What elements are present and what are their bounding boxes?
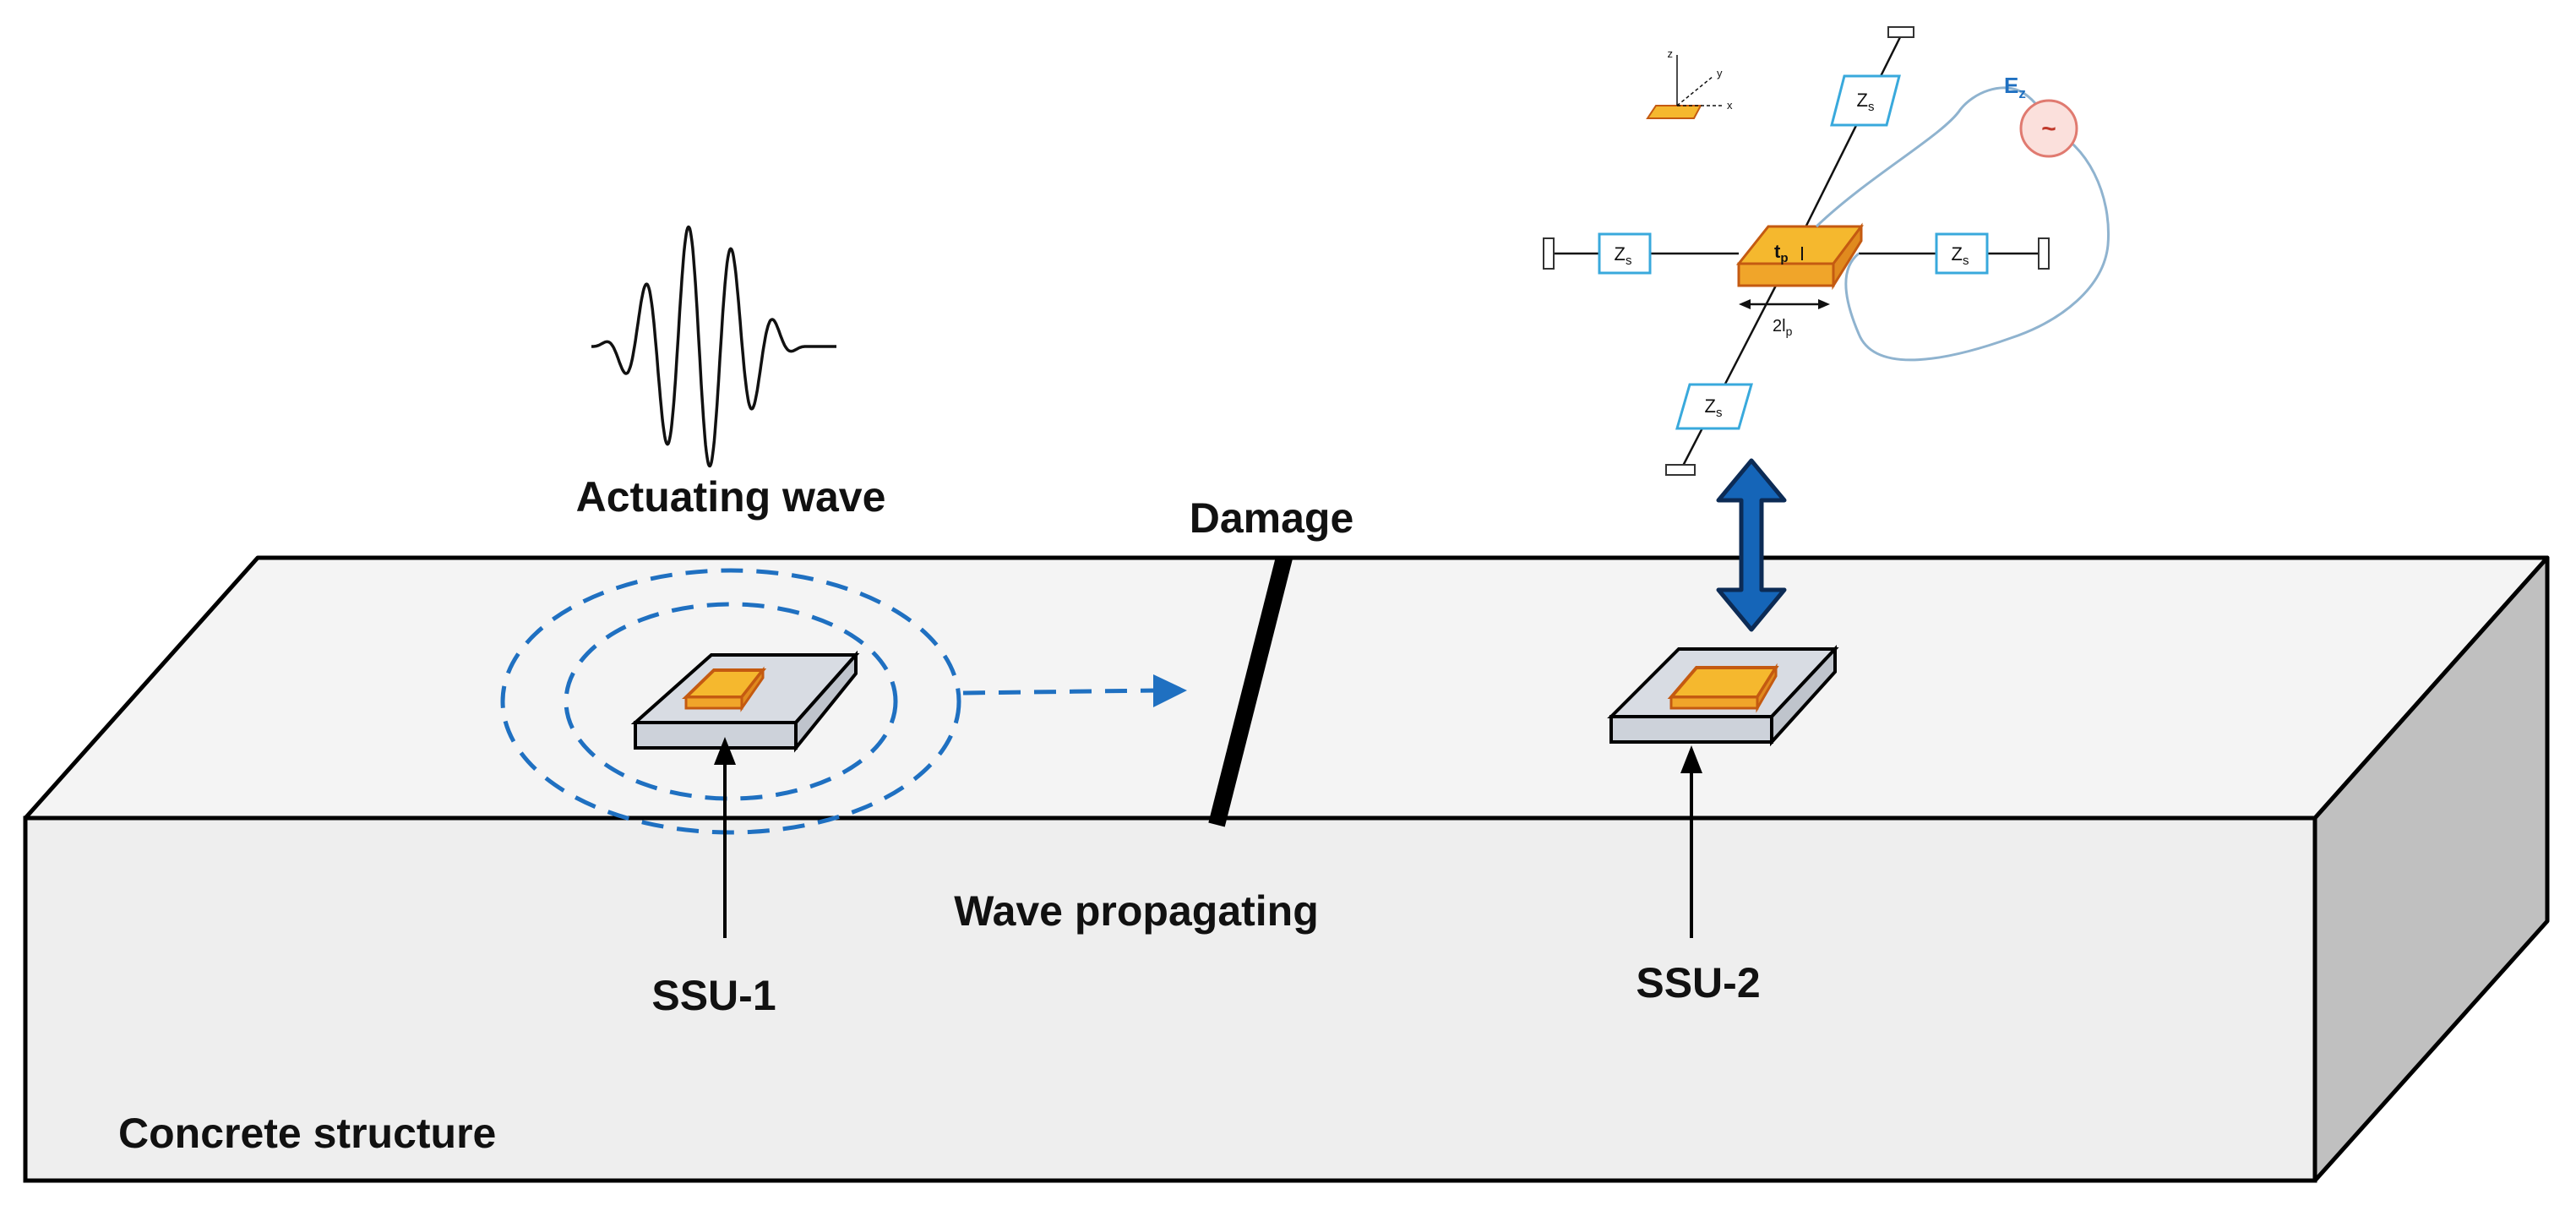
ssu-2-plate-front	[1609, 715, 1773, 744]
propagation-arrowhead	[1153, 674, 1187, 707]
circuit-wire	[1815, 86, 2110, 362]
concrete-structure-label: Concrete structure	[118, 1110, 496, 1157]
ssu-2-patch-front	[1669, 696, 1759, 710]
damage-label: Damage	[1190, 494, 1354, 542]
svg-text:x: x	[1727, 99, 1733, 112]
coupling-double-arrow	[1716, 458, 1787, 632]
ssu-1-plate-front	[634, 721, 798, 750]
field-label: Ez	[2004, 73, 2026, 101]
damage-crack	[1208, 555, 1293, 827]
coordinate-axes: z x y	[1646, 47, 1733, 119]
ssu-2-sensor	[1607, 644, 1839, 747]
ssu-2-label: SSU-2	[1636, 959, 1760, 1006]
svg-text:Zs: Zs	[1952, 243, 1969, 268]
propagation-arrow-line	[962, 688, 1158, 696]
spring-top: Zs	[1830, 74, 1901, 127]
model-line-lower	[1680, 280, 1780, 470]
concrete-top-face	[23, 555, 2550, 821]
ground-hatch-top	[1887, 26, 1914, 38]
ssu-1-patch-front	[684, 696, 743, 710]
svg-text:Zs: Zs	[1857, 90, 1875, 114]
spring-left: Zs	[1598, 232, 1652, 275]
model-patch-front	[1737, 262, 1835, 287]
wave-ring-inner	[564, 602, 898, 801]
ac-source-symbol: ~	[2041, 115, 2056, 143]
thickness-label: tp	[1774, 241, 1789, 265]
wave-rings	[500, 568, 961, 835]
ssu-1-sensor	[630, 650, 860, 753]
spring-bottom: Zs	[1675, 383, 1753, 430]
ssu-1-label: SSU-1	[651, 972, 776, 1019]
length-arrow-left	[1739, 299, 1751, 309]
ground-hatch-left	[1543, 237, 1555, 270]
svg-text:Zs: Zs	[1615, 243, 1632, 268]
ac-source-icon	[2019, 99, 2078, 158]
actuating-wave-signal	[591, 225, 836, 468]
svg-text:y: y	[1717, 67, 1723, 79]
model-line-upper	[1805, 35, 1903, 226]
spring-right: Zs	[1935, 232, 1989, 275]
concrete-structure	[23, 555, 2550, 1183]
ssu-2-pointer-head	[1680, 745, 1702, 773]
concrete-front-face	[23, 816, 2317, 1183]
wave-propagating-label: Wave propagating	[954, 887, 1319, 935]
ssu-1-pointer-head	[714, 737, 736, 765]
ground-hatch-bottom	[1665, 464, 1696, 476]
length-label: 2lp	[1773, 317, 1793, 338]
wave-ring-outer	[500, 568, 961, 835]
impedance-model: Zs Zs Zs Zs tp 2lp ~ Ez	[1543, 26, 2110, 476]
ground-hatch-right	[2038, 237, 2050, 270]
svg-text:Zs: Zs	[1705, 395, 1723, 420]
actuating-wave-label: Actuating wave	[576, 473, 886, 521]
svg-text:z: z	[1668, 47, 1674, 60]
length-arrow-right	[1818, 299, 1830, 309]
